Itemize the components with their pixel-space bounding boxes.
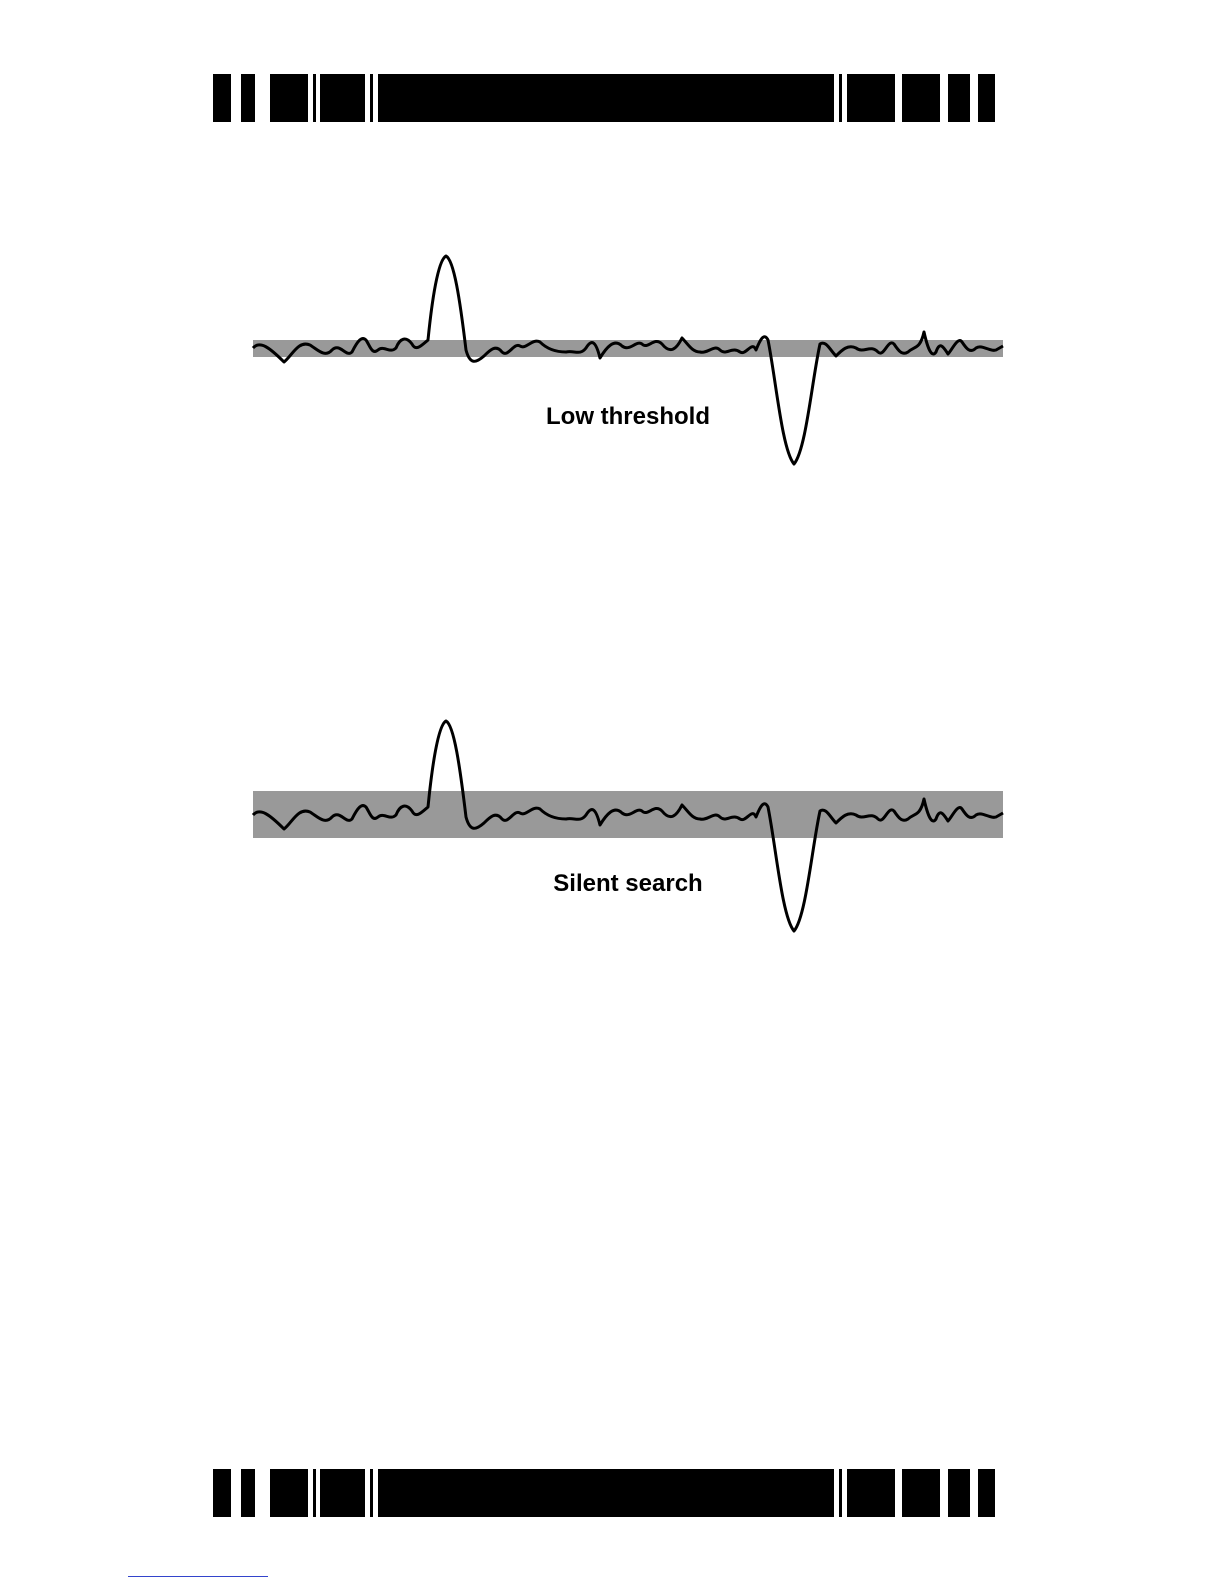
header-bars-graphic <box>0 70 1225 130</box>
footnote-separator-line <box>128 1576 268 1577</box>
footer-bar-strip <box>0 1465 1225 1525</box>
low-threshold-diagram <box>0 240 1225 520</box>
footer-bars-graphic <box>0 1465 1225 1525</box>
low-threshold-graphic <box>0 240 1225 520</box>
header-bar-strip <box>0 70 1225 130</box>
silent-search-diagram <box>0 705 1225 985</box>
silent-search-graphic <box>0 705 1225 985</box>
low-threshold-caption: Low threshold <box>546 403 710 431</box>
silent-search-caption: Silent search <box>553 870 702 898</box>
signal-trace <box>253 256 1003 464</box>
